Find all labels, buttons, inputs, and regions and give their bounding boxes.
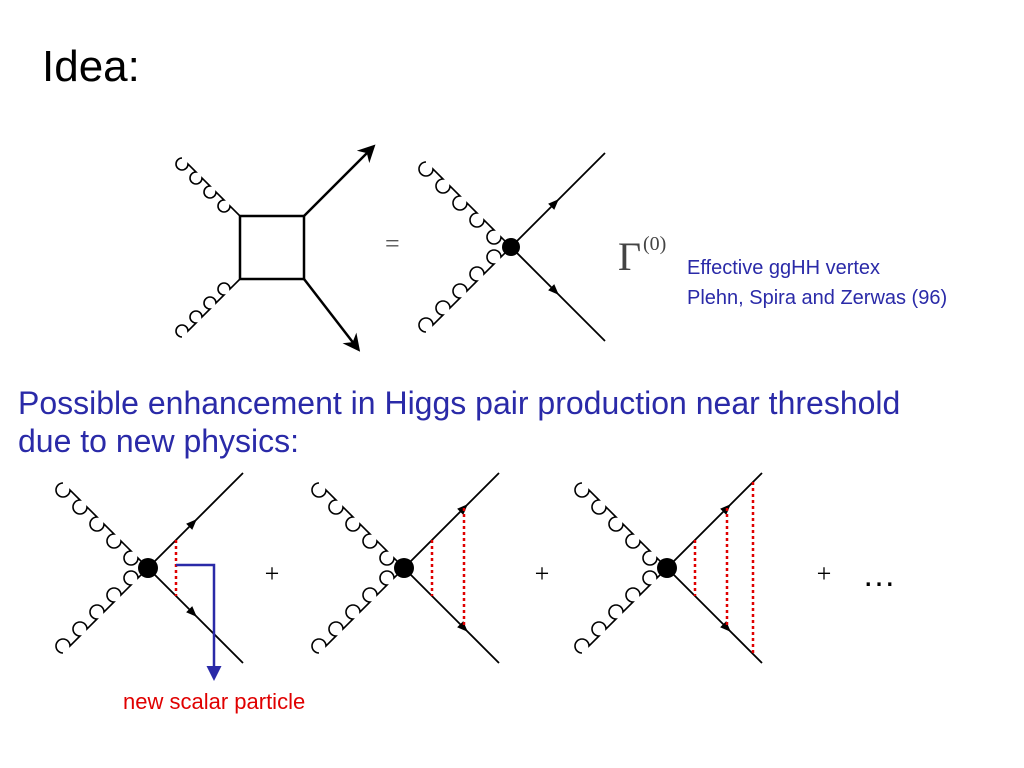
higgs-out-upper [303,144,376,217]
higgs-out-lower [303,278,361,352]
enhancement-line-2: due to new physics: [18,423,300,459]
plus-sign-3: + [815,559,833,588]
svg-text:Γ: Γ [618,234,641,279]
plus-sign-1: + [263,559,281,588]
svg-text:(0): (0) [643,233,666,255]
higgs-line-lower [666,567,763,664]
gluon-upper [418,161,512,248]
higgs-line-upper [666,472,763,569]
effective-vertex-dot [138,558,158,578]
gluon-lower [55,567,149,654]
higgs-line-lower [147,567,244,664]
plus-sign-2: + [533,559,551,588]
effective-vertex-label: Effective ggHH vertex [687,257,881,279]
gluon-upper [311,482,405,569]
exchange-diagram-2 [311,472,500,664]
gluon-lower [175,278,241,338]
gluon-lower [311,567,405,654]
effective-vertex-diagram [418,152,606,342]
series-ellipsis: … [862,556,896,594]
citation-label: Plehn, Spira and Zerwas (96) [687,287,948,309]
top-quark-box [238,214,306,281]
gluon-lower [574,567,668,654]
new-scalar-label: new scalar particle [123,689,306,714]
gluon-lower [418,246,512,333]
higgs-line-lower [403,567,500,664]
effective-vertex-dot [657,558,677,578]
gluon-upper [574,482,668,569]
slide-title: Idea: [42,42,140,91]
higgs-line-upper [147,472,244,569]
gluon-upper [55,482,149,569]
enhancement-line-1: Possible enhancement in Higgs pair produ… [18,385,901,421]
effective-vertex-dot [394,558,414,578]
enhancement-statement: Possible enhancement in Higgs pair produ… [18,384,1008,460]
exchange-diagram-1 [55,472,244,681]
higgs-line-upper [403,472,500,569]
gamma-symbol: Γ (0) [618,233,666,279]
effective-vertex-dot [502,238,520,256]
box-diagram [175,144,376,352]
equals-sign: = [385,229,400,258]
gluon-upper [175,157,241,217]
higgs-line-upper [510,152,606,248]
higgs-line-lower [510,246,606,342]
exchange-diagram-3 [574,472,763,664]
scalar-pointer-arrow [176,563,222,681]
